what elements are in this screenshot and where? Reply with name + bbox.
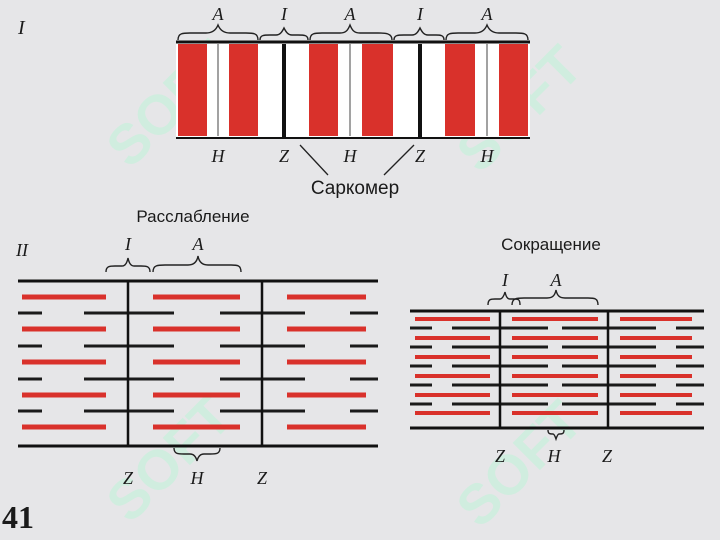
- label-a: A: [344, 4, 357, 24]
- contracted-label-a: A: [550, 270, 563, 290]
- contracted-label-z: Z: [495, 446, 506, 466]
- a-band-block: [445, 44, 475, 136]
- label-z: Z: [415, 146, 426, 166]
- contracted-label-i: I: [501, 270, 509, 290]
- relaxed-h-brace: [173, 447, 221, 462]
- watermark-4: SOFT: [444, 388, 594, 538]
- a-band-block: [309, 44, 338, 136]
- a-band-block: [178, 44, 207, 136]
- page-number: 41: [2, 499, 34, 535]
- relaxed-label-i: I: [124, 234, 132, 254]
- panel-1-braces: [177, 23, 529, 41]
- label-h: H: [211, 146, 226, 166]
- contracted-braces: [487, 289, 599, 306]
- relaxed-label-h: H: [190, 468, 205, 488]
- relaxed-braces: [105, 255, 242, 273]
- contracted-label-z: Z: [602, 446, 613, 466]
- contracted-title: Сокращение: [501, 235, 601, 254]
- label-z: Z: [279, 146, 290, 166]
- relaxed-sarcomere: [18, 279, 378, 448]
- svg-text:SOFT: SOFT: [94, 383, 244, 533]
- label-i: I: [280, 4, 288, 24]
- watermark-3: SOFT: [94, 383, 244, 533]
- relaxed-label-z: Z: [257, 468, 268, 488]
- relaxed-title: Расслабление: [136, 207, 249, 226]
- label-i: I: [416, 4, 424, 24]
- label-a: A: [481, 4, 494, 24]
- label-a: A: [212, 4, 225, 24]
- panel-1-roman: I: [17, 17, 26, 39]
- panel-1-band: [176, 40, 530, 139]
- panel-2-roman: II: [15, 240, 29, 260]
- panel-1-bottom-labels: H Z H Z H: [211, 146, 495, 166]
- svg-text:SOFT: SOFT: [444, 388, 594, 538]
- relaxed-label-z: Z: [123, 468, 134, 488]
- relaxed-label-a: A: [192, 234, 205, 254]
- contracted-h-brace: [547, 429, 565, 442]
- a-band-block: [362, 44, 393, 136]
- a-band-block: [229, 44, 258, 136]
- contracted-label-h: H: [547, 446, 562, 466]
- label-h: H: [343, 146, 358, 166]
- panel-1-top-labels: A I A I A: [212, 4, 494, 24]
- a-band-block: [499, 44, 528, 136]
- sarcomere-pointers: [299, 144, 415, 176]
- label-h: H: [480, 146, 495, 166]
- sarcomere-caption: Саркомер: [311, 178, 399, 199]
- contracted-sarcomere: [410, 309, 704, 430]
